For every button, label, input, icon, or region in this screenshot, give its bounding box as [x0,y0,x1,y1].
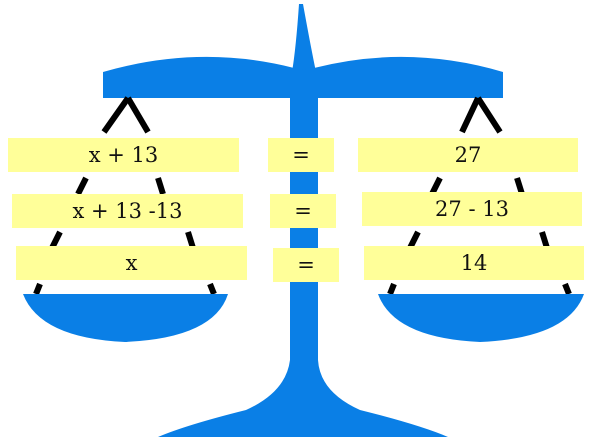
equals-sign-2: = [270,194,336,228]
right-expression-3: 14 [364,246,584,280]
left-pan [23,294,228,342]
equals-sign-3: = [273,248,339,282]
equals-sign-1: = [268,138,334,172]
right-expression-1: 27 [358,138,578,172]
left-expression-1: x + 13 [8,138,239,172]
right-expression-2: 27 - 13 [362,192,582,226]
left-expression-3: x [16,246,247,280]
left-pan-strings [33,96,217,296]
scale-spike [292,4,316,72]
scale-beam [103,56,503,98]
right-pan [378,294,584,342]
left-expression-2: x + 13 -13 [12,194,243,228]
right-pan-strings [387,96,572,296]
